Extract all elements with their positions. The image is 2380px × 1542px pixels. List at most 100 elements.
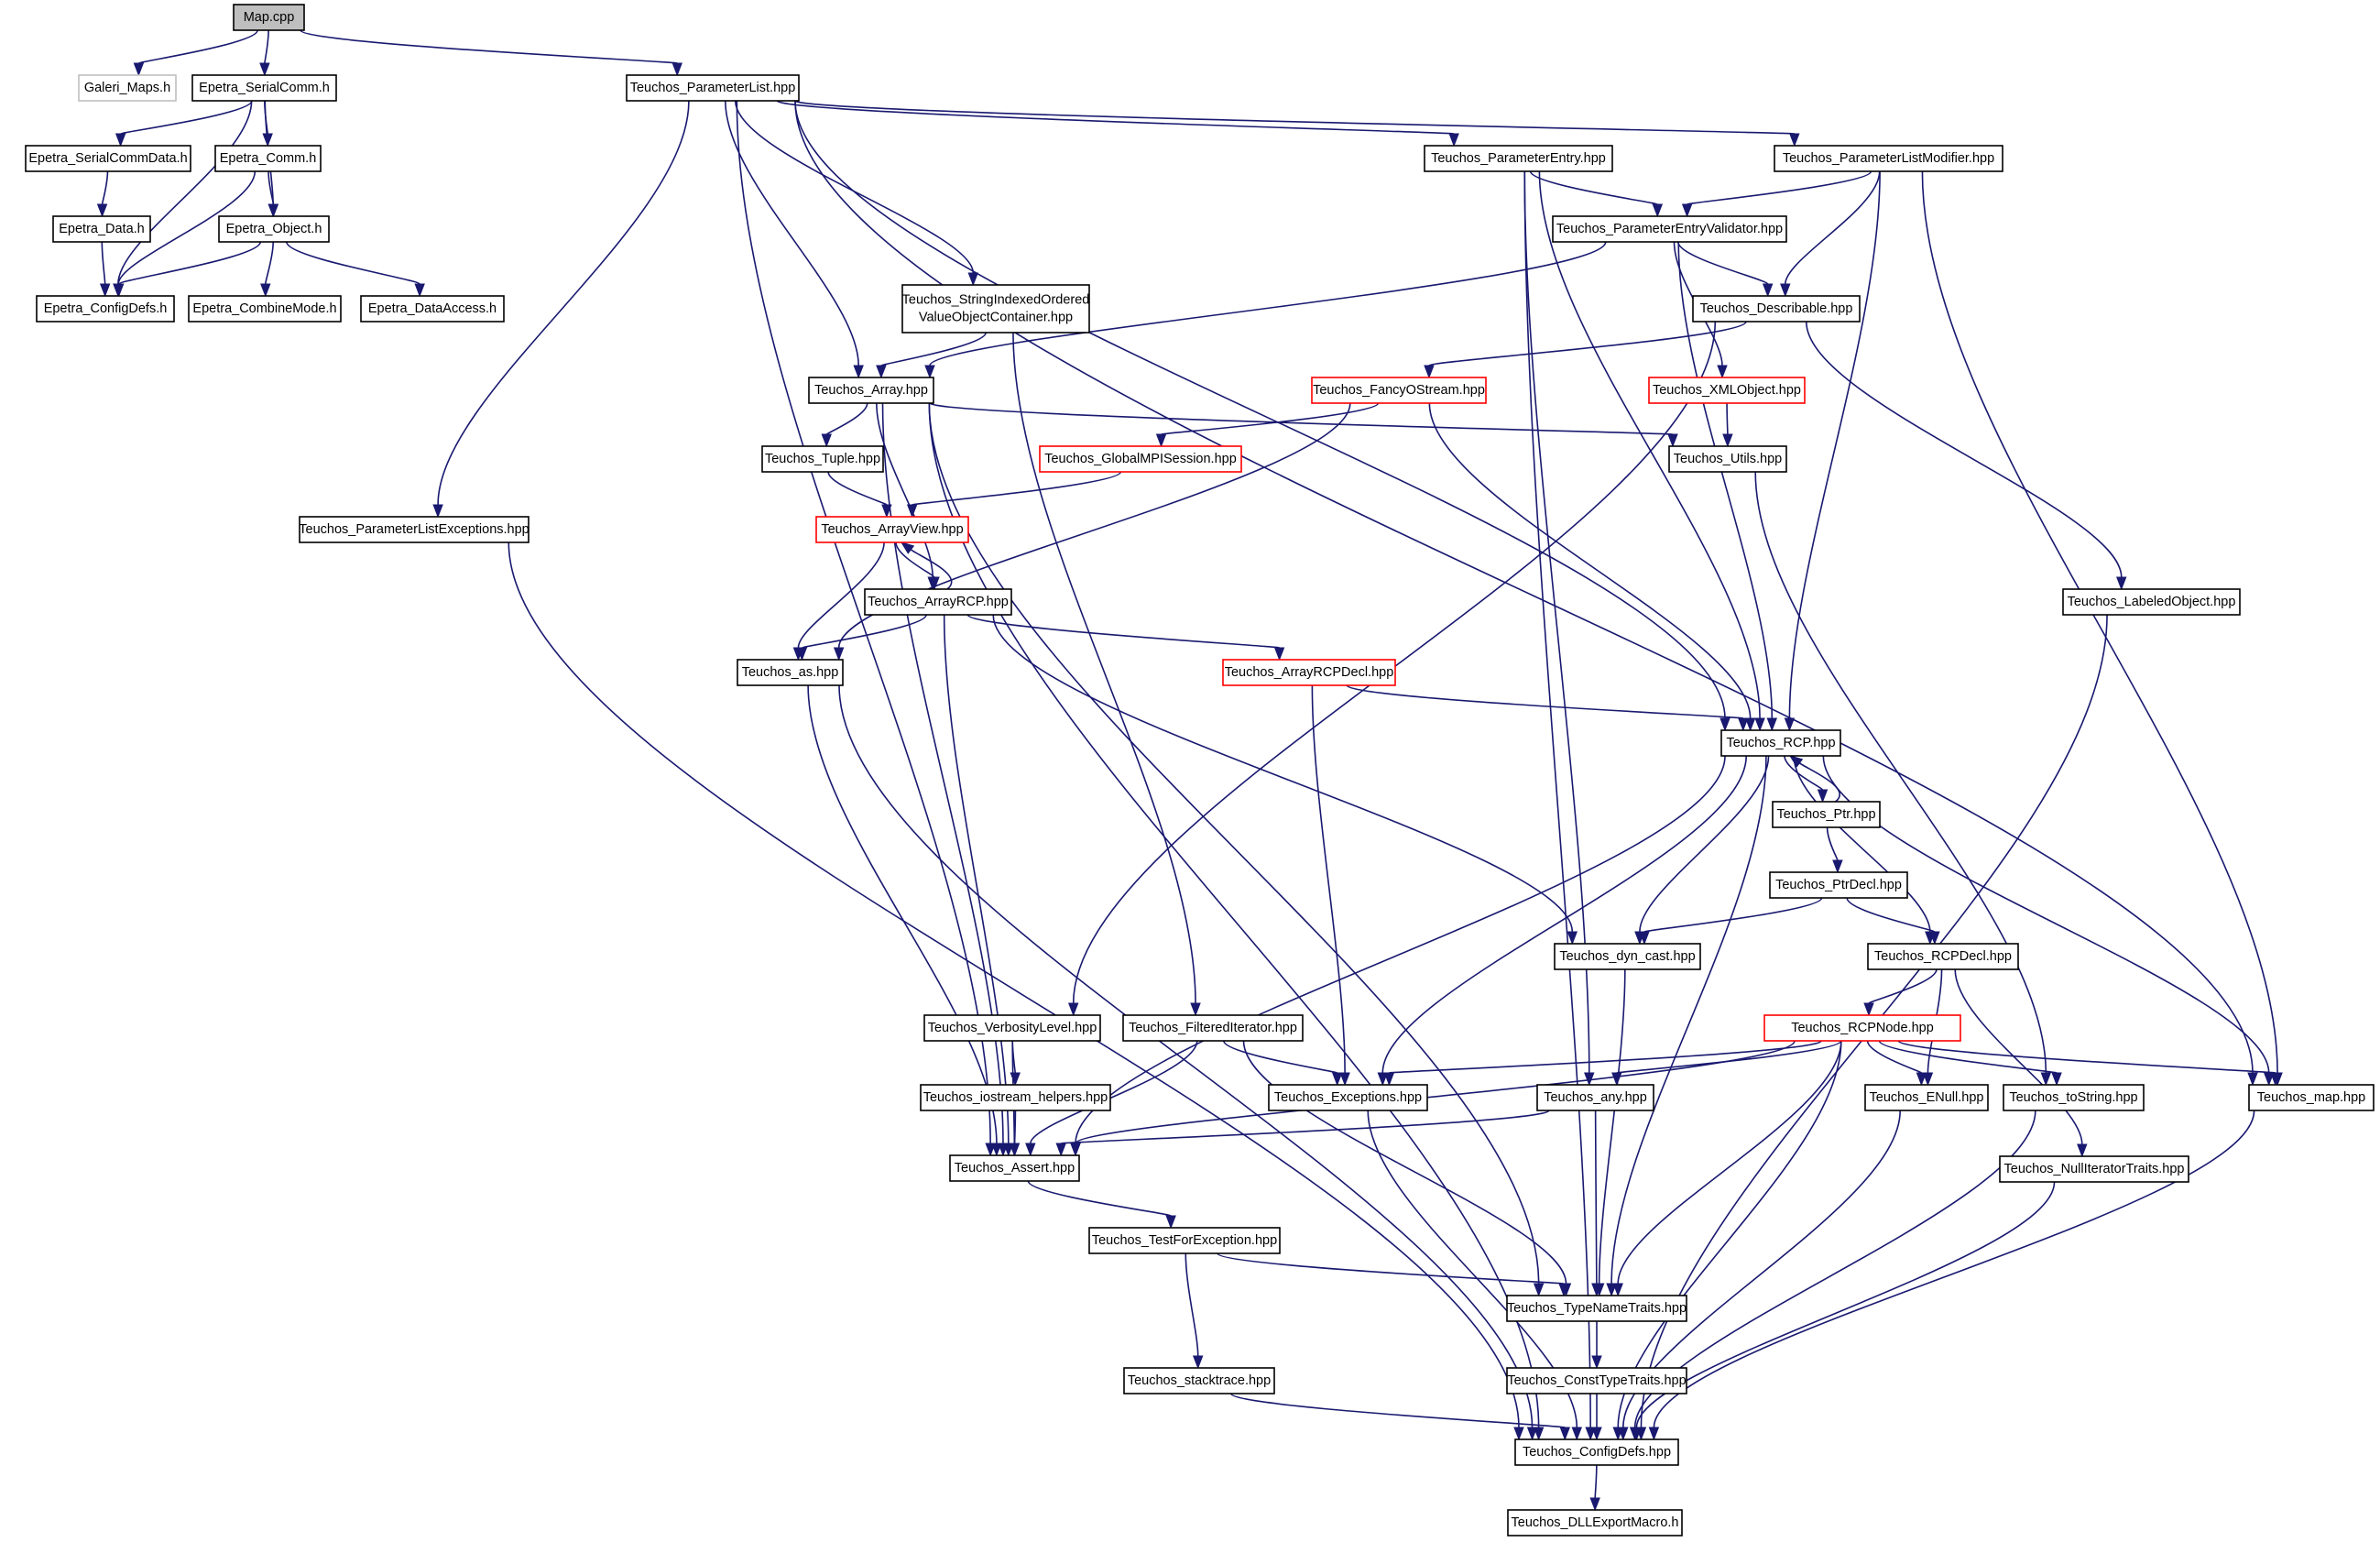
- node-teuchos-parameterentryvalidator[interactable]: Teuchos_ParameterEntryValidator.hpp: [1552, 215, 1787, 243]
- arrowhead: [1513, 1427, 1524, 1441]
- node-epetra-dataaccess[interactable]: Epetra_DataAccess.h: [360, 295, 505, 323]
- node-teuchos-labeledobject[interactable]: Teuchos_LabeledObject.hpp: [2062, 588, 2241, 616]
- node-box: [1867, 943, 2019, 970]
- node-teuchos-ptrdecl[interactable]: Teuchos_PtrDecl.hpp: [1769, 871, 1908, 899]
- edge-line: [725, 100, 859, 366]
- edge-line: [943, 614, 1010, 1144]
- node-teuchos-dyn-cast[interactable]: Teuchos_dyn_cast.hpp: [1554, 943, 1701, 970]
- node-teuchos-verbositylevel[interactable]: Teuchos_VerbosityLevel.hpp: [923, 1014, 1101, 1042]
- node-teuchos-arrayview[interactable]: Teuchos_ArrayView.hpp: [815, 516, 969, 543]
- node-label: Map.cpp: [244, 10, 295, 25]
- edge-line: [1594, 1110, 1598, 1285]
- edge-line: [1428, 321, 1747, 366]
- node-teuchos-nulliteratortraits[interactable]: Teuchos_NullIteratorTraits.hpp: [1999, 1155, 2189, 1183]
- node-box: [1311, 377, 1487, 404]
- edge-line: [1954, 968, 2083, 1145]
- node-label: Teuchos_dyn_cast.hpp: [1559, 949, 1695, 964]
- node-teuchos-parameterlistexceptions[interactable]: Teuchos_ParameterListExceptions.hpp: [299, 516, 529, 543]
- node-box: [1507, 1509, 1683, 1537]
- arrowhead: [2051, 1072, 2062, 1087]
- edge-line: [1788, 170, 1881, 719]
- node-box: [1554, 943, 1701, 970]
- edge-teuchos_filterediterator-to-teuchos_assert: [1025, 1040, 1198, 1157]
- edge-teuchos_parameterentry-to-teuchos_parameterentryvalidator: [1529, 170, 1664, 218]
- arrowhead: [1383, 1072, 1395, 1087]
- node-epetra-configdefs[interactable]: Epetra_ConfigDefs.h: [36, 295, 175, 323]
- edge-line: [117, 170, 257, 285]
- node-teuchos-arrayrcp[interactable]: Teuchos_ArrayRCP.hpp: [864, 588, 1012, 616]
- node-epetra-object[interactable]: Epetra_Object.h: [218, 215, 330, 243]
- node-epetra-combinemode[interactable]: Epetra_CombineMode.h: [188, 295, 342, 323]
- node-label: Teuchos_DLLExportMacro.h: [1512, 1515, 1679, 1530]
- node-label: Teuchos_iostream_helpers.hpp: [923, 1090, 1108, 1105]
- node-teuchos-rcpdecl[interactable]: Teuchos_RCPDecl.hpp: [1867, 943, 2019, 970]
- node-box: [901, 284, 1090, 334]
- arrowhead: [2116, 576, 2127, 591]
- node-teuchos-map[interactable]: Teuchos_map.hpp: [2248, 1084, 2375, 1111]
- arrowhead: [133, 62, 145, 77]
- edge-teuchos_parameterlistmodifier-to-teuchos_describable: [1780, 170, 1881, 298]
- node-teuchos-arrayrcpdecl[interactable]: Teuchos_ArrayRCPDecl.hpp: [1222, 659, 1396, 686]
- node-box: [2248, 1084, 2375, 1111]
- edge-teuchos_parameterlist-to-teuchos_parameterentry: [776, 100, 1459, 148]
- arrowhead: [1611, 1072, 1622, 1087]
- edge-line: [1311, 684, 1346, 1074]
- node-teuchos-configdefs[interactable]: Teuchos_ConfigDefs.hpp: [1514, 1438, 1679, 1466]
- node-teuchos-array[interactable]: Teuchos_Array.hpp: [808, 377, 934, 404]
- edge-teuchos_rcpnode-to-teuchos_any: [1611, 1040, 1842, 1087]
- edge-line: [101, 170, 109, 205]
- node-teuchos-filterediterator[interactable]: Teuchos_FilteredIterator.hpp: [1122, 1014, 1304, 1042]
- node-teuchos-describable[interactable]: Teuchos_Describable.hpp: [1692, 295, 1861, 323]
- node-teuchos-stringindexed[interactable]: Teuchos_StringIndexedOrderedValueObjectC…: [901, 284, 1090, 334]
- node-teuchos-tostring[interactable]: Teuchos_toString.hpp: [2003, 1084, 2145, 1111]
- node-box: [25, 145, 191, 172]
- node-teuchos-consttypetraits[interactable]: Teuchos_ConstTypeTraits.hpp: [1506, 1367, 1687, 1394]
- node-epetra-serialcomm[interactable]: Epetra_SerialComm.h: [191, 74, 337, 102]
- node-teuchos-iostream-helpers[interactable]: Teuchos_iostream_helpers.hpp: [920, 1084, 1111, 1111]
- node-epetra-serialcommdata[interactable]: Epetra_SerialCommData.h: [25, 145, 191, 172]
- edge-line: [1639, 755, 1770, 933]
- arrowhead: [1722, 433, 1733, 448]
- node-label: Teuchos_ParameterEntry.hpp: [1431, 151, 1606, 166]
- node-teuchos-tuple[interactable]: Teuchos_Tuple.hpp: [761, 445, 884, 473]
- node-box: [214, 145, 322, 172]
- node-box: [233, 4, 305, 31]
- arrowhead: [1155, 433, 1167, 448]
- node-teuchos-utils[interactable]: Teuchos_Utils.hpp: [1668, 445, 1787, 473]
- node-teuchos-globalmpisession[interactable]: Teuchos_GlobalMPISession.hpp: [1039, 445, 1242, 473]
- node-teuchos-testforexception[interactable]: Teuchos_TestForException.hpp: [1088, 1227, 1281, 1254]
- edge-epetra_comm-to-epetra_object: [267, 170, 279, 218]
- node-teuchos-parameterentry[interactable]: Teuchos_ParameterEntry.hpp: [1424, 145, 1613, 172]
- node-box: [923, 1014, 1101, 1042]
- node-teuchos-fancyostream[interactable]: Teuchos_FancyOStream.hpp: [1311, 377, 1487, 404]
- node-teuchos-assert[interactable]: Teuchos_Assert.hpp: [949, 1154, 1080, 1182]
- edge-teuchos_parameterlist-to-teuchos_rcp: [794, 100, 1730, 732]
- edge-line: [508, 541, 1520, 1428]
- node-teuchos-xmlobject[interactable]: Teuchos_XMLObject.hpp: [1648, 377, 1806, 404]
- arrowhead: [1571, 1427, 1583, 1441]
- node-teuchos-parameterlistmodifier[interactable]: Teuchos_ParameterListModifier.hpp: [1774, 145, 2003, 172]
- node-box: [1692, 295, 1861, 323]
- node-label: Teuchos_ArrayView.hpp: [821, 522, 963, 537]
- node-epetra-comm[interactable]: Epetra_Comm.h: [214, 145, 322, 172]
- node-teuchos-rcpnode[interactable]: Teuchos_RCPNode.hpp: [1763, 1014, 1961, 1042]
- node-teuchos-typenametraits[interactable]: Teuchos_TypeNameTraits.hpp: [1506, 1295, 1687, 1322]
- node-teuchos-parameterlist[interactable]: Teuchos_ParameterList.hpp: [626, 74, 800, 102]
- node-teuchos-enull[interactable]: Teuchos_ENull.hpp: [1864, 1084, 1989, 1111]
- node-teuchos-as[interactable]: Teuchos_as.hpp: [737, 659, 844, 686]
- node-teuchos-ptr[interactable]: Teuchos_Ptr.hpp: [1772, 801, 1881, 828]
- arrowhead: [1762, 283, 1774, 298]
- node-teuchos-stacktrace[interactable]: Teuchos_stacktrace.hpp: [1123, 1367, 1275, 1394]
- node-teuchos-rcp[interactable]: Teuchos_RCP.hpp: [1720, 729, 1841, 757]
- arrowhead: [1929, 931, 1940, 946]
- edge-teuchos_any-to-teuchos_assert: [1055, 1110, 1550, 1157]
- node-epetra-data[interactable]: Epetra_Data.h: [52, 215, 151, 243]
- arrowhead: [1618, 1427, 1629, 1441]
- edge-teuchos_ptr-to-teuchos_rcp: [1788, 755, 1840, 803]
- node-map-cpp[interactable]: Map.cpp: [233, 4, 305, 31]
- node-teuchos-exceptions[interactable]: Teuchos_Exceptions.hpp: [1268, 1084, 1428, 1111]
- node-teuchos-any[interactable]: Teuchos_any.hpp: [1536, 1084, 1654, 1111]
- node-galeri-maps[interactable]: Galeri_Maps.h: [78, 74, 177, 102]
- edge-teuchos_arrayrcp-to-teuchos_arrayrcpdecl: [966, 614, 1285, 662]
- node-teuchos-dllexportmacro[interactable]: Teuchos_DLLExportMacro.h: [1507, 1509, 1683, 1537]
